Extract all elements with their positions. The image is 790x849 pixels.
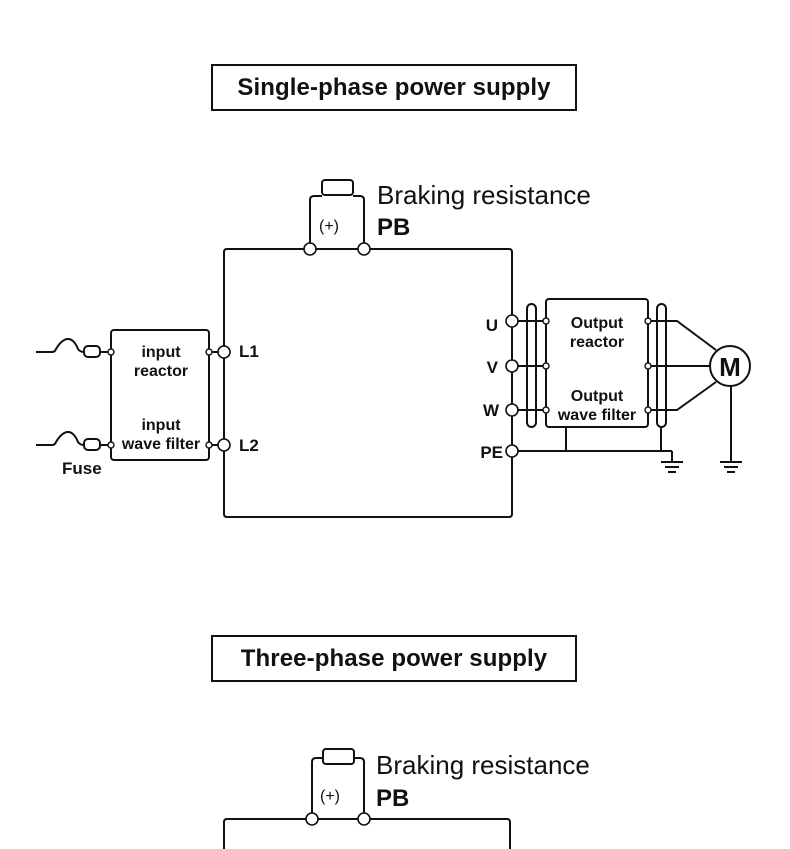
input-reactor-label-1: input xyxy=(141,344,181,361)
input-reactor-label-2: reactor xyxy=(134,363,188,380)
terminal-v xyxy=(505,359,519,373)
l2-label: L2 xyxy=(239,436,259,455)
pb-label: PB xyxy=(376,785,409,812)
ground-icon xyxy=(720,461,742,473)
terminal-l1 xyxy=(217,345,231,359)
terminal-u xyxy=(505,314,519,328)
ground-icon xyxy=(661,461,683,473)
terminal-icon xyxy=(357,242,371,256)
single-phase-title: Single-phase power supply xyxy=(211,64,577,111)
fuse-label: Fuse xyxy=(62,459,102,478)
single-phase-diagram: (+) Braking resistance PB Fuse xyxy=(36,179,751,518)
u-label: U xyxy=(486,316,498,335)
input-reactor-filter-box xyxy=(110,329,210,461)
resistor-icon xyxy=(321,179,354,196)
drive-box xyxy=(223,248,513,518)
fuse-icon xyxy=(36,337,111,358)
terminal-w xyxy=(505,403,519,417)
input-filter-label-1: input xyxy=(141,417,181,434)
plus-label: (+) xyxy=(319,218,339,235)
braking-resistance-label: Braking resistance xyxy=(377,180,591,210)
single-phase-title-text: Single-phase power supply xyxy=(237,73,551,101)
output-reactor-label-1: Output xyxy=(571,315,624,332)
output-reactor-label-2: reactor xyxy=(570,334,624,351)
terminal-icon xyxy=(357,812,371,826)
input-section: Fuse input reactor input wave filter L1 … xyxy=(36,329,259,478)
output-filter-label-1: Output xyxy=(571,388,624,405)
plus-label: (+) xyxy=(320,788,340,805)
three-phase-title: Three-phase power supply xyxy=(211,635,577,682)
fuse-icon xyxy=(36,430,111,451)
l1-label: L1 xyxy=(239,342,259,361)
motor-label: M xyxy=(719,352,741,382)
input-filter-label-2: wave filter xyxy=(121,436,200,453)
terminal-icon xyxy=(303,242,317,256)
w-label: W xyxy=(483,401,500,420)
braking-resistor: (+) Braking resistance PB xyxy=(305,748,590,826)
v-label: V xyxy=(487,358,499,377)
resistor-icon xyxy=(322,748,355,765)
terminal-pe xyxy=(505,444,519,458)
pe-label: PE xyxy=(480,443,503,462)
terminal-l2 xyxy=(217,438,231,452)
braking-resistance-label: Braking resistance xyxy=(376,750,590,780)
motor-icon: M xyxy=(709,345,751,387)
terminal-icon xyxy=(305,812,319,826)
braking-resistor: (+) Braking resistance PB xyxy=(303,179,591,256)
output-section: U V W PE Output reactor Output wave filt… xyxy=(480,298,751,473)
three-phase-diagram: (+) Braking resistance PB xyxy=(223,748,590,849)
output-filter-label-2: wave filter xyxy=(557,407,636,424)
three-phase-title-text: Three-phase power supply xyxy=(240,644,548,672)
pb-label: PB xyxy=(377,214,410,241)
